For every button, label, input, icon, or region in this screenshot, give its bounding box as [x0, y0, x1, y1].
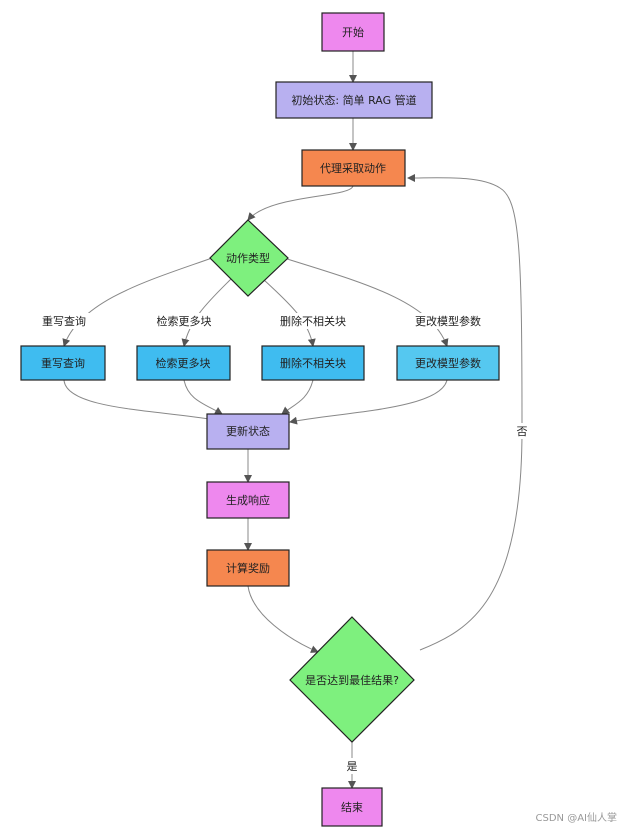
- node-start-shape: [321, 12, 385, 52]
- node-agent-action-label: 代理采取动作: [320, 162, 386, 175]
- node-generate-response-shape: [206, 481, 290, 519]
- edge-label-remove: 删除不相关块: [280, 314, 346, 328]
- node-action-type-label: 动作类型: [226, 251, 270, 265]
- node-remove-irrelevant: 删除不相关块: [261, 345, 365, 381]
- node-agent-action-shape: [301, 149, 406, 187]
- node-remove-irrelevant-shape: [261, 345, 365, 381]
- edge-rewrite-update: [63, 379, 216, 423]
- node-generate-response-label: 生成响应: [226, 493, 270, 507]
- node-change-params-shape: [396, 345, 500, 381]
- node-init-state-label: 初始状态: 简单 RAG 管道: [291, 93, 416, 107]
- node-end-label: 结束: [341, 801, 363, 814]
- node-init-state: 初始状态: 简单 RAG 管道: [275, 81, 433, 119]
- edge-best-agent-no: [407, 173, 523, 651]
- edge-remove-update: [281, 379, 314, 415]
- edge-labels: 重写查询 检索更多块 删除不相关块 更改模型参数 否 是: [36, 313, 530, 774]
- edge-label-no: 否: [517, 425, 528, 438]
- node-remove-irrelevant-label: 删除不相关块: [280, 356, 346, 370]
- node-update-state-shape: [206, 413, 290, 450]
- node-rewrite-query: 重写查询: [20, 345, 106, 381]
- edge-label-change: 更改模型参数: [415, 314, 481, 328]
- node-end-shape: [321, 787, 383, 827]
- node-action-type-shape: [209, 219, 289, 297]
- edges: [62, 51, 523, 789]
- node-end: 结束: [321, 787, 383, 827]
- edge-action-remove: [261, 277, 316, 347]
- node-compute-reward: 计算奖励: [206, 549, 290, 587]
- node-init-state-shape: [275, 81, 433, 119]
- edge-label-yes: 是: [347, 760, 358, 773]
- edge-action-change: [283, 257, 449, 347]
- node-agent-action: 代理采取动作: [301, 149, 406, 187]
- node-compute-reward-label: 计算奖励: [226, 561, 270, 575]
- node-best-result: 是否达到最佳结果?: [289, 616, 415, 743]
- edge-agent-action: [247, 185, 354, 221]
- node-start: 开始: [321, 12, 385, 52]
- node-retrieve-more: 检索更多块: [136, 345, 231, 381]
- edge-label-rewrite: 重写查询: [42, 314, 86, 328]
- edge-action-retrieve: [181, 277, 233, 347]
- node-best-result-shape: [289, 616, 415, 743]
- watermark: CSDN @AI仙人掌: [535, 813, 617, 824]
- edge-reward-best: [247, 585, 319, 653]
- nodes: 开始 初始状态: 简单 RAG 管道 代理采取动作 动作类型 重写查询 检索更多…: [20, 12, 500, 827]
- node-action-type: 动作类型: [209, 219, 289, 297]
- node-generate-response: 生成响应: [206, 481, 290, 519]
- node-rewrite-query-shape: [20, 345, 106, 381]
- edge-retrieve-update: [183, 379, 223, 415]
- node-start-label: 开始: [342, 25, 364, 39]
- edge-action-rewrite: [62, 257, 213, 347]
- edge-change-update: [289, 379, 448, 425]
- edge-label-retrieve: 检索更多块: [157, 314, 212, 328]
- node-rewrite-query-label: 重写查询: [41, 356, 85, 370]
- node-update-state: 更新状态: [206, 413, 290, 450]
- node-change-params-label: 更改模型参数: [415, 356, 481, 370]
- node-retrieve-more-shape: [136, 345, 231, 381]
- node-change-params: 更改模型参数: [396, 345, 500, 381]
- node-update-state-label: 更新状态: [226, 424, 270, 438]
- node-retrieve-more-label: 检索更多块: [156, 356, 211, 370]
- node-best-result-label: 是否达到最佳结果?: [305, 673, 399, 687]
- node-compute-reward-shape: [206, 549, 290, 587]
